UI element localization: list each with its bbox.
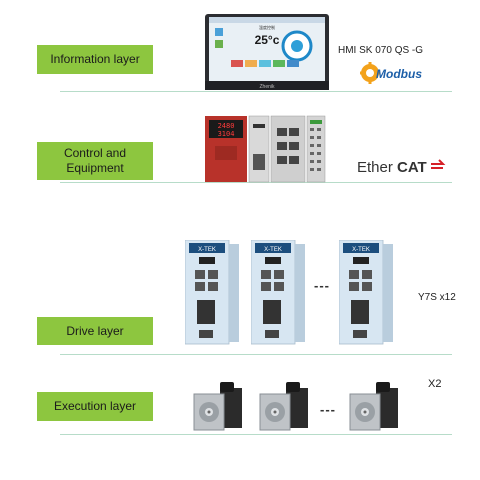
execution-layer-text: Execution layer [53, 399, 137, 413]
servo-motor-image [259, 382, 308, 431]
ethercat-logo-image: Ether CAT [357, 159, 446, 176]
hmi-image: 25°c 溫度控制 Zhenik [205, 14, 329, 90]
servo-drive-image: X-TEK [338, 239, 393, 345]
servo-drive-brand: X-TEK [264, 247, 282, 253]
servo-drive-brand: X-TEK [198, 247, 216, 253]
controller-unit: 2480 3104 [205, 114, 327, 184]
control-equipment-layer-text: Control and Equipment [63, 146, 127, 175]
separator-line [60, 91, 452, 92]
controller-image: 2480 3104 [205, 115, 326, 183]
servo-motor [190, 380, 246, 438]
hmi-screen-title: 溫度控制 [259, 24, 275, 30]
hmi-model-label: HMI SK 070 QS -G [338, 45, 424, 56]
ethercat-logo-text-cat: CAT [397, 159, 427, 176]
controller-display-row1: 2480 [218, 122, 235, 130]
modbus-logo-text: Modbus [376, 67, 422, 81]
information-layer-label: Information layer [37, 45, 153, 74]
servo-motor [346, 380, 402, 438]
separator-line [60, 354, 452, 355]
drive-model-count: Y7S x12 [418, 292, 456, 303]
modbus-gear-icon: Modbus [360, 62, 422, 84]
drive-ellipsis: --- [314, 278, 330, 293]
ethercat-arrow-icon [431, 159, 446, 169]
ethercat-logo: Ether CAT [357, 155, 447, 179]
controller-display-row2: 3104 [218, 130, 235, 138]
servo-drive-image: X-TEK [184, 239, 239, 345]
execution-layer-label: Execution layer [37, 392, 153, 421]
servo-drive-unit: X-TEK [250, 239, 307, 346]
servo-drive-unit: X-TEK [184, 239, 241, 346]
servo-drive-brand: X-TEK [352, 247, 370, 253]
execution-count: X2 [428, 378, 442, 390]
hmi-screen-temperature: 25°c [255, 33, 280, 47]
hmi-touch-panel: 25°c 溫度控制 Zhenik [205, 14, 329, 90]
information-layer-text: Information layer [50, 52, 140, 66]
separator-line [60, 182, 452, 183]
servo-drive-unit: X-TEK [338, 239, 395, 346]
ethercat-logo-text-ether: Ether [357, 159, 393, 176]
separator-line [60, 434, 452, 435]
servo-drive-image: X-TEK [250, 239, 305, 345]
execution-ellipsis: --- [320, 402, 336, 417]
servo-motor-image [349, 382, 398, 431]
control-equipment-layer-label: Control and Equipment [37, 142, 153, 180]
servo-motor [256, 380, 312, 438]
drive-layer-text: Drive layer [66, 323, 124, 338]
drive-layer-label: Drive layer [37, 317, 153, 345]
servo-motor-image [193, 382, 242, 431]
modbus-logo: Modbus [360, 62, 440, 84]
hmi-brand: Zhenik [259, 84, 275, 90]
